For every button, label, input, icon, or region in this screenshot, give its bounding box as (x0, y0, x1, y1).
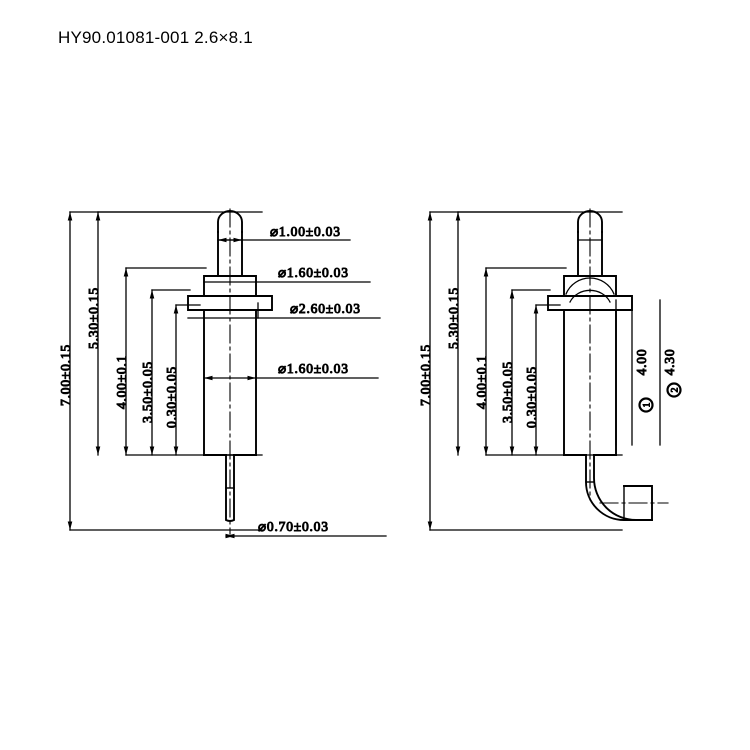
right-balloon-dim-4-00: 4.00 (634, 349, 649, 376)
left-callout-dia-2-60: ⌀2.60±0.03 (290, 301, 361, 316)
right-dim-0-30: 0.30±0.05 (524, 366, 539, 428)
left-view-group: 7.00±0.15 5.30±0.15 4.00±0.1 3.50±0.05 0… (58, 208, 387, 539)
left-dim-0-30: 0.30±0.05 (164, 366, 179, 428)
right-balloon-dim-lines (615, 299, 661, 446)
left-extension-lines (69, 211, 263, 531)
page-title: HY90.01081-001 2.6×8.1 (58, 28, 253, 47)
left-dim-3-50: 3.50±0.05 (140, 361, 155, 423)
left-callout-dia-1-60-body: ⌀1.60±0.03 (278, 361, 349, 376)
left-callout-dia-1-00: ⌀1.00±0.03 (270, 224, 341, 239)
balloon-2-label: 2 (671, 387, 681, 392)
balloon-1-label: 1 (643, 402, 653, 407)
right-dim-3-50: 3.50±0.05 (500, 361, 515, 423)
left-callout-dia-0-70: ⌀0.70±0.03 (258, 519, 329, 534)
right-dim-7-00: 7.00±0.15 (418, 344, 433, 406)
left-callout-dia-1-60-shoulder: ⌀1.60±0.03 (278, 265, 349, 280)
left-dim-5-30: 5.30±0.15 (86, 287, 101, 349)
right-centerline (589, 208, 669, 504)
right-extension-lines (429, 211, 623, 531)
left-callout-dia-2-60-leader (187, 302, 381, 319)
right-dimension-lines (427, 211, 539, 531)
right-dim-4-00: 4.00±0.1 (474, 355, 489, 409)
right-dim-5-30: 5.30±0.15 (446, 287, 461, 349)
left-dim-7-00: 7.00±0.15 (58, 344, 73, 406)
right-view-group: 7.00±0.15 5.30±0.15 4.00±0.1 3.50±0.05 0… (418, 208, 682, 531)
left-dimension-lines (67, 211, 179, 531)
balloon-2: 2 (666, 382, 682, 398)
balloon-1: 1 (638, 397, 654, 413)
right-balloon-dim-4-30: 4.30 (662, 349, 677, 376)
left-dim-4-00: 4.00±0.1 (114, 355, 129, 409)
